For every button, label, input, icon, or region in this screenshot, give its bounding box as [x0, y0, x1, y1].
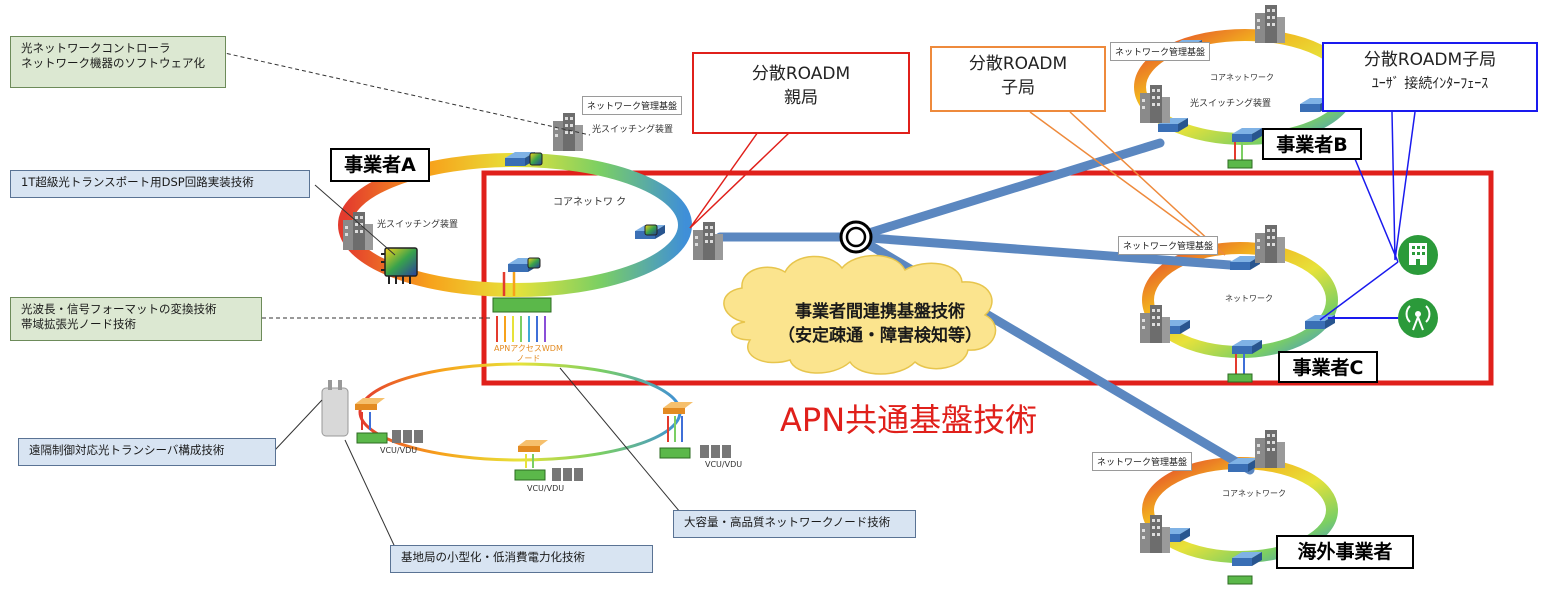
apn-wdm-line2: ノード	[516, 354, 541, 363]
operator-a-label: 事業者A	[330, 148, 430, 182]
label-dsp-text: 1T超級光トランスポート用DSP回路実装技術	[21, 175, 254, 189]
label-wavelength-line2: 帯域拡張光ノード技術	[21, 317, 136, 331]
radio-unit-icon	[321, 380, 349, 437]
callout-child-user-line1: 分散ROADM子局	[1363, 50, 1497, 70]
label-wavelength: 光波長・信号フォーマットの変換技術 帯域拡張光ノード技術	[10, 297, 262, 341]
vcu-label-left: VCU/VDU	[380, 446, 418, 455]
cloud-text: 事業者間連携基盤技術 （安定疎通・障害検知等）	[760, 300, 1000, 348]
callout-child-station: 分散ROADM 子局	[930, 46, 1106, 112]
label-node: 大容量・高品質ネットワークノード技術	[673, 510, 916, 538]
mgmt-label-a: ネットワーク管理基盤	[582, 96, 683, 115]
label-node-text: 大容量・高品質ネットワークノード技術	[684, 515, 891, 529]
callout-parent-station: 分散ROADM 親局	[692, 52, 910, 134]
callout-parent-line1: 分散ROADM	[751, 64, 851, 84]
label-transceiver: 遠隔制御対応光トランシーバ構成技術	[18, 438, 276, 466]
access-node-right	[659, 402, 731, 459]
office-icon	[1398, 235, 1438, 275]
switch-label-a-left: 光スイッチング装置	[377, 220, 459, 230]
network-c: ネットワーク	[1225, 294, 1273, 303]
label-wavelength-line1: 光波長・信号フォーマットの変換技術	[21, 302, 217, 316]
mgmt-label-overseas: ネットワーク管理基盤	[1092, 452, 1193, 471]
apn-common-title: APN共通基盤技術	[780, 401, 1038, 439]
apn-wdm-label: APNアクセスWDM ノード	[494, 344, 563, 364]
interop-cloud	[723, 254, 997, 375]
antenna-icon	[1398, 298, 1438, 338]
network-overseas: コアネットワーク	[1222, 489, 1286, 498]
label-controller: 光ネットワークコントローラ ネットワーク機器のソフトウェア化	[10, 36, 226, 88]
mgmt-label-b: ネットワーク管理基盤	[1110, 42, 1211, 61]
core-network-a: コアネットワ ク	[553, 197, 627, 208]
callout-child-line2: 子局	[1001, 78, 1035, 98]
access-node-mid	[514, 440, 583, 481]
operator-b-label: 事業者B	[1262, 128, 1362, 160]
core-network-b: コアネットワーク	[1210, 73, 1274, 82]
label-base-station-text: 基地局の小型化・低消費電力化技術	[401, 550, 585, 564]
label-controller-line1: 光ネットワークコントローラ	[21, 41, 171, 55]
label-leaders	[219, 51, 681, 559]
cloud-line1: 事業者間連携基盤技術	[795, 302, 965, 322]
wdm-node	[492, 272, 552, 342]
apn-wdm-line1: APNアクセスWDM	[494, 344, 563, 353]
operator-c-label: 事業者C	[1278, 351, 1378, 383]
mgmt-label-c: ネットワーク管理基盤	[1118, 236, 1219, 255]
label-controller-line2: ネットワーク機器のソフトウェア化	[21, 56, 205, 70]
chip-icon	[381, 247, 418, 284]
vcu-label-right: VCU/VDU	[705, 460, 743, 469]
callout-child-line1: 分散ROADM	[968, 54, 1068, 74]
cloud-line2: （安定疎通・障害検知等）	[778, 326, 982, 346]
hub-node	[839, 220, 873, 254]
callout-parent-line2: 親局	[784, 88, 818, 108]
callout-child-user-if: 分散ROADM子局 ﾕｰｻﾞ 接続ｲﾝﾀｰﾌｪｰｽ	[1322, 42, 1538, 112]
operator-overseas-label: 海外事業者	[1276, 535, 1414, 569]
access-node-left	[355, 398, 423, 444]
label-dsp: 1T超級光トランスポート用DSP回路実装技術	[10, 170, 310, 198]
apn-frame	[481, 170, 1494, 386]
vcu-label-mid: VCU/VDU	[527, 484, 565, 493]
callout-child-user-line2: ﾕｰｻﾞ 接続ｲﾝﾀｰﾌｪｰｽ	[1371, 76, 1489, 92]
switch-label-b: 光スイッチング装置	[1190, 99, 1272, 109]
switch-label-a-top: 光スイッチング装置	[592, 125, 674, 135]
label-base-station: 基地局の小型化・低消費電力化技術	[390, 545, 653, 573]
label-transceiver-text: 遠隔制御対応光トランシーバ構成技術	[29, 443, 225, 457]
